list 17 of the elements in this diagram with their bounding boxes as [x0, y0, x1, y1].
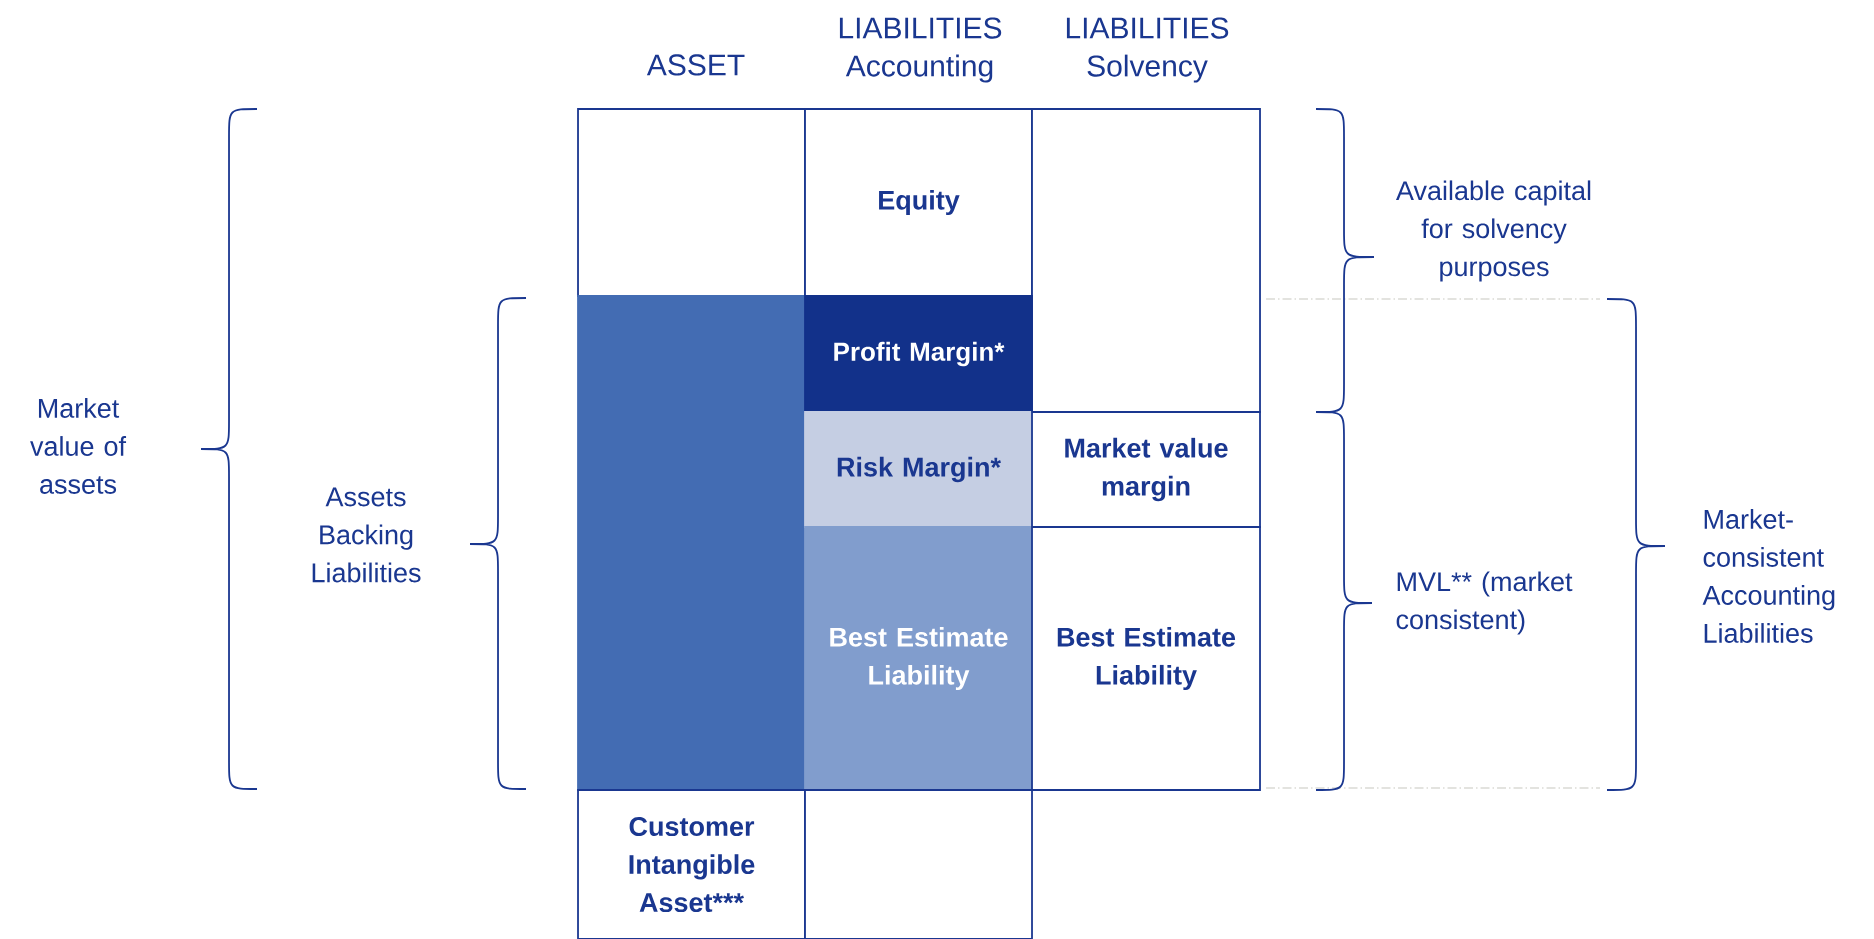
column-heading: ASSET [646, 54, 745, 76]
equity-box: Equity [804, 108, 1033, 297]
liability-box [804, 789, 1033, 939]
margin-box: Profit Margin* [804, 295, 1033, 413]
asset-box [577, 295, 806, 791]
brace-label: MVL** (market consistent) [1396, 571, 1573, 635]
brace-label: Available capital for solvency purposes [1396, 180, 1591, 282]
asset-box [577, 108, 806, 297]
column-heading: LIABILITIES Solvency [1066, 17, 1229, 83]
asset-box: Customer Intangible Asset*** [577, 789, 806, 939]
margin-box: Risk Margin* [804, 411, 1033, 528]
column-heading: LIABILITIES Accounting [839, 17, 1002, 83]
liability-box: Best Estimate Liability [804, 526, 1033, 791]
margin-box: Market value margin [1031, 411, 1261, 528]
brace-label: Market value of assets [30, 398, 127, 494]
brace-label: Assets Backing Liabilities [312, 487, 421, 583]
brace-label: Market-consistent Accounting Liabilities [1702, 509, 1835, 643]
